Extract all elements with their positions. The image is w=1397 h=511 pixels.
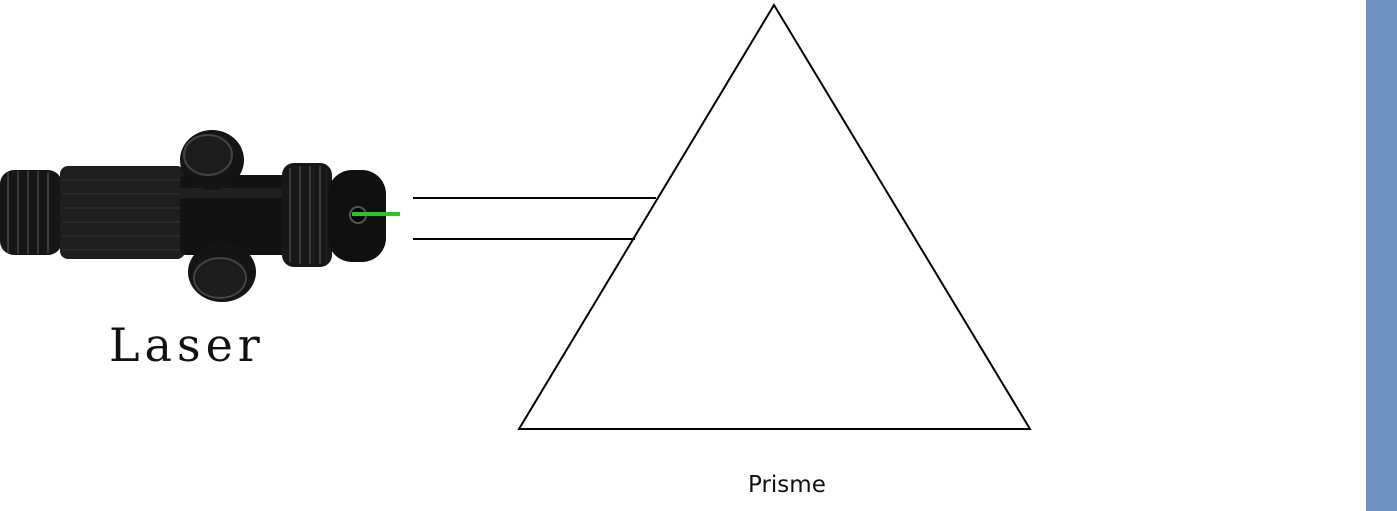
prism-triangle — [517, 3, 1032, 430]
laser-device-icon — [0, 130, 386, 302]
diagram-svg — [0, 3, 1032, 430]
laser-label: Laser — [109, 318, 265, 372]
side-bar — [1366, 0, 1397, 511]
prism-label: Prisme — [748, 472, 826, 498]
